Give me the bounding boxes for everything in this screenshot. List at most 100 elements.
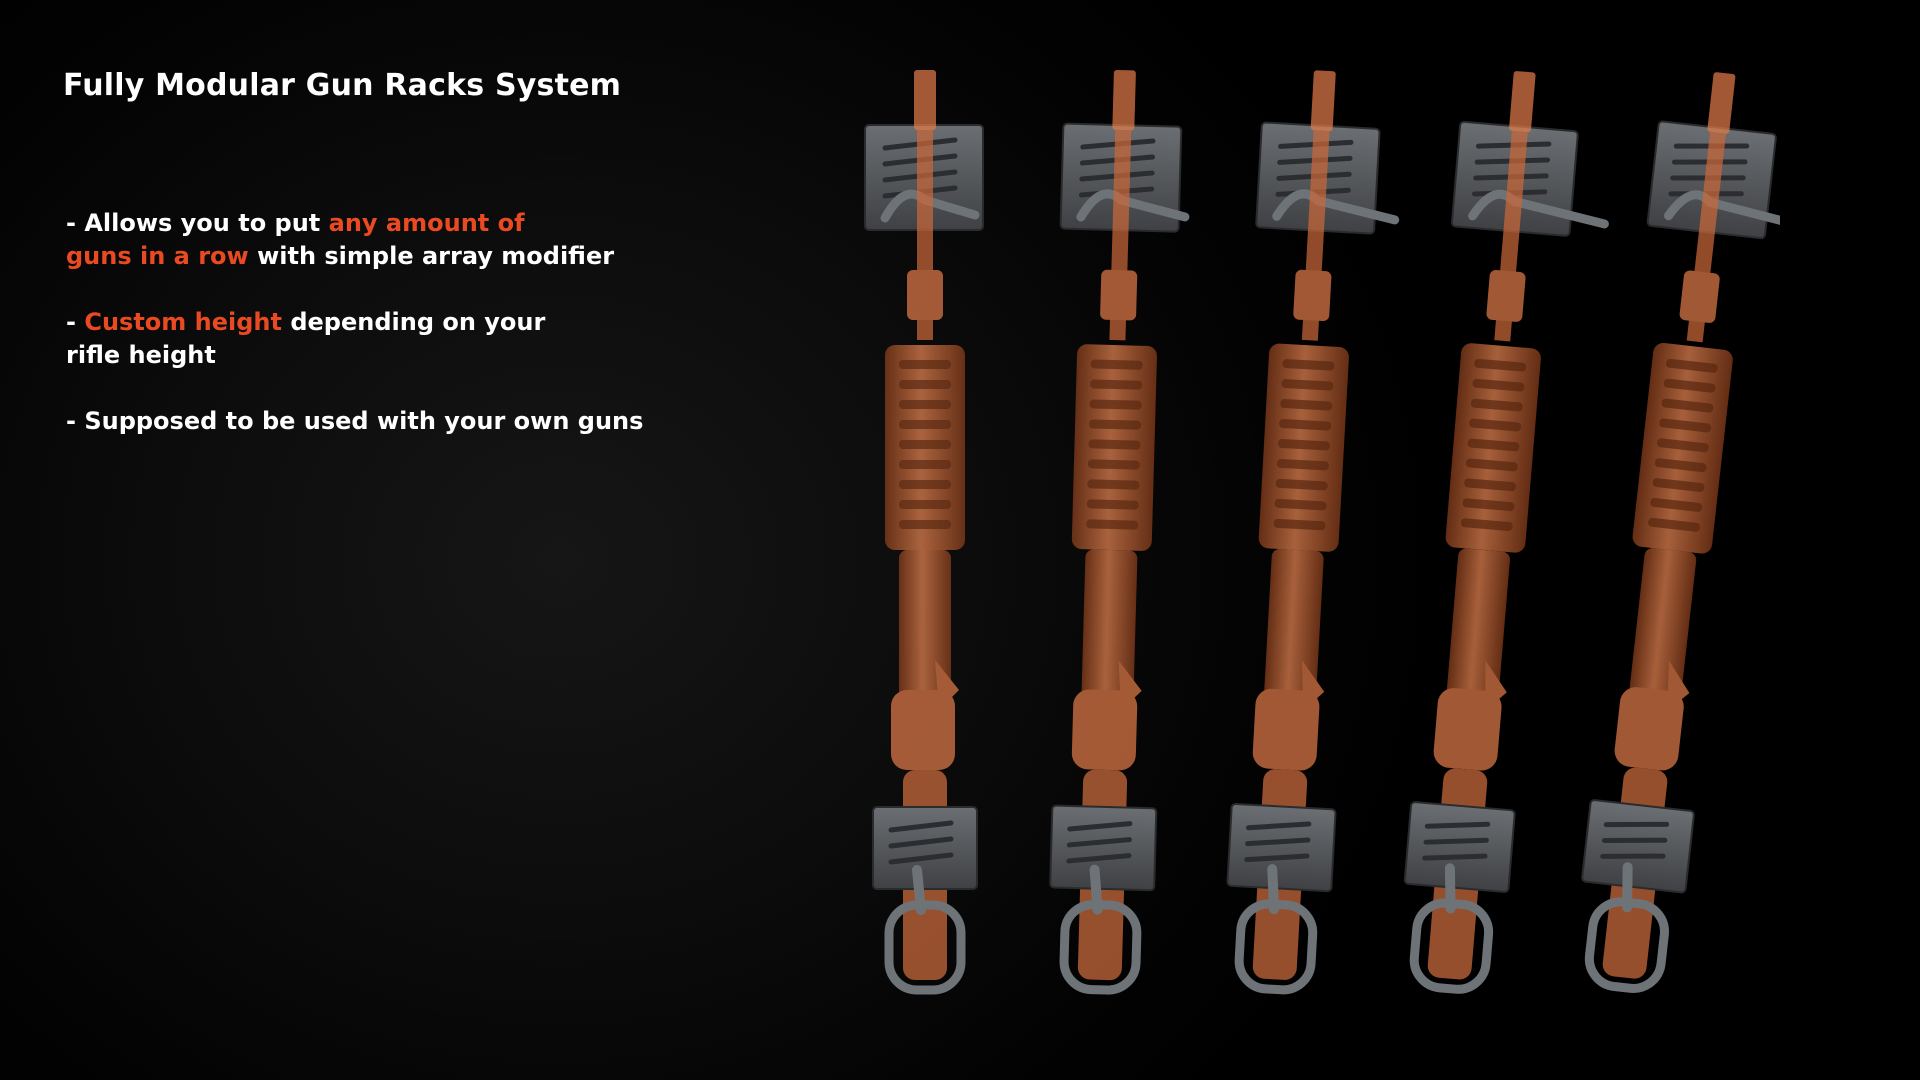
handguard-vent	[1657, 438, 1709, 453]
rifle-unit	[1581, 72, 1780, 993]
bottom-hoop	[1584, 897, 1669, 993]
handguard-vent	[1088, 439, 1141, 450]
bottom-rack-plate	[1581, 799, 1695, 894]
handguard-vent	[899, 500, 951, 509]
handguard-vent	[1474, 358, 1527, 372]
plate-slot	[1424, 821, 1491, 829]
plate-slot	[1245, 837, 1311, 847]
plate-slot	[1600, 853, 1666, 859]
handguard-vent	[1274, 498, 1327, 511]
rifle-muzzle	[1707, 72, 1736, 134]
handguard-vent	[1280, 399, 1333, 411]
bottom-hoop	[1234, 899, 1318, 995]
rifles-group	[864, 69, 1780, 995]
plate-slot	[1066, 853, 1132, 864]
bullet-highlight: any amount of	[328, 209, 525, 237]
plate-slot	[1246, 821, 1312, 831]
bottom-hoop	[884, 900, 966, 995]
handguard-vent	[1648, 517, 1700, 532]
rifle-front-sight	[1679, 270, 1720, 323]
handguard-vent	[1650, 497, 1703, 512]
rifle-unit	[864, 70, 984, 995]
handguard-vent	[1467, 438, 1520, 452]
handguard-vent	[1665, 358, 1718, 373]
bottom-hoop	[1059, 900, 1142, 995]
bottom-rack-plate	[1226, 802, 1337, 893]
rifle-muzzle	[1112, 69, 1136, 131]
handguard-vent	[899, 380, 951, 389]
handguard-vent	[1089, 399, 1142, 410]
handguard-vent	[1472, 378, 1525, 392]
bottom-hoop	[1409, 898, 1494, 994]
rifle	[1427, 71, 1541, 980]
handguard-vent	[1089, 419, 1142, 430]
plate-slot	[1244, 853, 1310, 863]
rifle-unit	[1226, 70, 1400, 995]
rifle-front-sight	[1293, 269, 1332, 322]
handguard-vent	[1654, 458, 1707, 473]
rifle-front-sight	[907, 270, 943, 320]
rifle	[1071, 69, 1157, 981]
plate-slot	[1066, 837, 1132, 848]
handguard-vent	[1275, 478, 1328, 491]
handguard-vent	[899, 520, 951, 529]
rifle-muzzle	[1509, 71, 1536, 133]
bullet-text: - Supposed to be used with your own guns	[66, 407, 644, 435]
plate-slot	[1423, 837, 1489, 845]
plate-slot	[1603, 821, 1670, 828]
bullet-highlight: Custom height	[84, 308, 282, 336]
bottom-rack-plate	[1049, 804, 1158, 892]
handguard-vent	[1663, 378, 1716, 393]
handguard-vent	[1462, 498, 1515, 512]
handguard-vent	[1090, 359, 1143, 370]
rifle-unit	[1049, 69, 1190, 995]
plate-slot	[1067, 821, 1133, 832]
handguard-vent	[1086, 519, 1139, 530]
bullet-text: rifle height	[66, 341, 216, 369]
bottom-rack-plate	[1403, 801, 1516, 893]
plate-slot	[888, 852, 954, 865]
handguard-vent	[1087, 459, 1140, 470]
handguard-vent	[1652, 478, 1705, 492]
handguard-vent	[899, 440, 951, 449]
bullet-highlight: guns in a row	[66, 242, 249, 270]
handguard-vent	[1661, 398, 1714, 413]
gun-rack-illustration	[864, 69, 1780, 995]
bullet-text: with simple array modifier	[248, 242, 615, 270]
handguard-vent	[1281, 379, 1334, 391]
handguard-vent	[1278, 438, 1330, 451]
bottom-rack-plate	[872, 806, 978, 890]
handguard-vent	[1282, 359, 1335, 371]
handguard-vent	[899, 460, 951, 469]
handguard-vent	[1469, 418, 1522, 432]
handguard-vent	[1276, 458, 1329, 471]
rifle-muzzle	[914, 70, 936, 130]
bullet-array-modifier: - Allows you to put any amount of guns i…	[66, 207, 614, 273]
plate-slot	[1601, 837, 1668, 843]
handguard-vent	[1090, 379, 1143, 390]
handguard-vent	[1087, 479, 1140, 490]
bullet-custom-height: - Custom height depending on your rifle …	[66, 306, 545, 372]
handguard-vent	[1659, 418, 1712, 433]
rifle	[885, 70, 965, 980]
plate-slot	[888, 836, 954, 849]
handguard-vent	[1464, 478, 1517, 492]
handguard-vent	[1465, 458, 1518, 472]
bullet-own-guns: - Supposed to be used with your own guns	[66, 405, 643, 438]
rifle-grip	[1614, 687, 1684, 771]
handguard-vent	[1273, 518, 1326, 531]
handguard-vent	[899, 400, 951, 409]
plate-slot	[1422, 853, 1488, 861]
handguard-vent	[1279, 418, 1332, 431]
rifle-front-sight	[1486, 270, 1526, 322]
rifle-muzzle	[1310, 70, 1336, 132]
rifle-grip	[1071, 689, 1138, 771]
handguard-vent	[1460, 518, 1513, 531]
bullet-text: -	[66, 308, 85, 336]
bullet-text: - Allows you to put	[66, 209, 329, 237]
rifle-front-sight	[1100, 269, 1138, 321]
plate-slot	[888, 820, 954, 833]
handguard-vent	[899, 420, 951, 429]
handguard-vent	[1470, 398, 1523, 412]
